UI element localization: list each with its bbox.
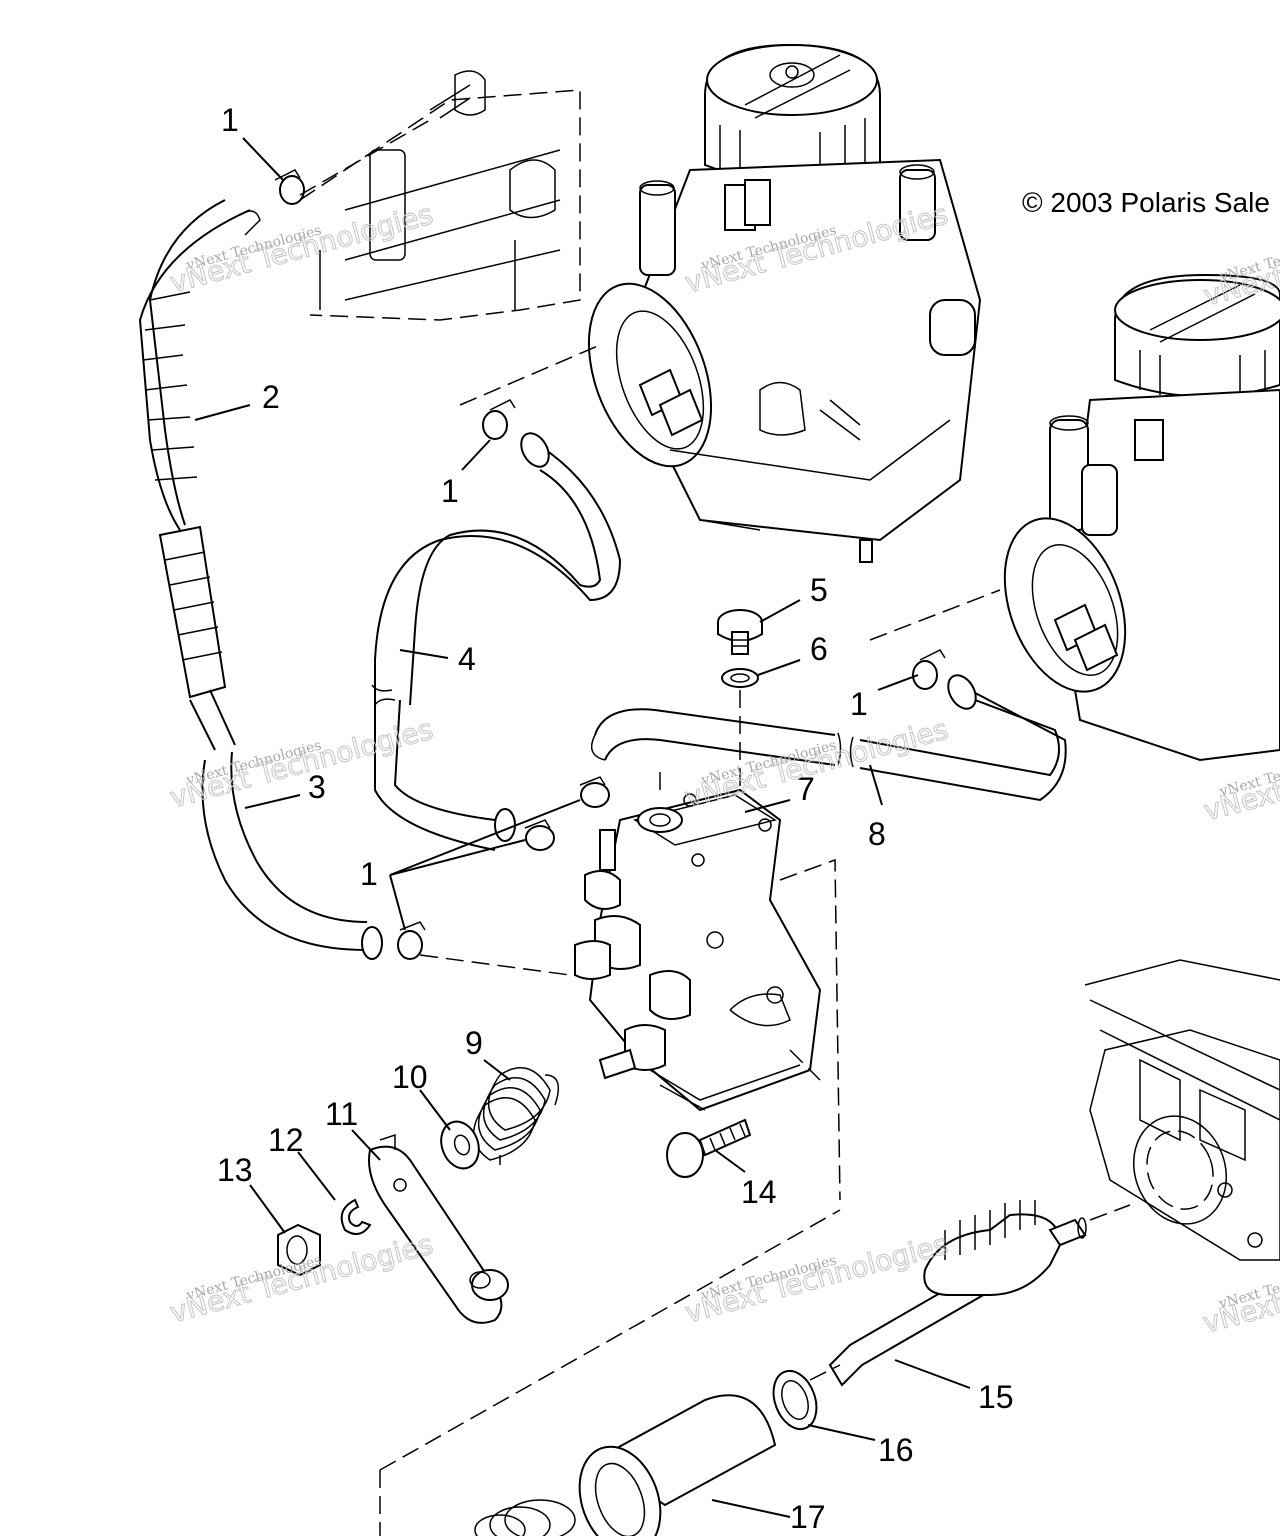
callout-16: 16 [878,1432,914,1468]
clip-12 [340,1198,372,1235]
crankcase-lower [1084,959,1280,1261]
clamp-1-pump-a [579,776,610,808]
watermark-outline: vNext Technologies [167,197,437,299]
hose-4 [371,432,622,851]
leader-lines [194,137,971,1518]
banjo-screw-5 [717,609,763,655]
clamp-1-carb [482,399,516,440]
clamp-1-pump-c [397,921,426,960]
bolt-14 [666,1118,752,1178]
callout-10: 10 [392,1059,428,1095]
oil-pump-7 [574,788,841,1201]
washer-6 [721,668,759,688]
clamp-1-pump-b [524,819,555,851]
callout-1-right: 1 [850,686,868,722]
hose-8 [590,674,1067,802]
watermark-outline: vNext Technologies [1199,1238,1280,1340]
hose-2-spiral-wrapped [138,199,261,751]
callout-8: 8 [868,816,886,852]
engine-crankcase-top [299,70,581,321]
callout-6: 6 [810,631,828,667]
washer-10 [440,1120,480,1170]
callout-2: 2 [262,379,280,415]
clamp-1-right [912,649,946,690]
callout-14: 14 [741,1174,777,1210]
alignment-lines [299,119,1131,1536]
copyright-notice: © 2003 Polaris Sale [1022,187,1270,218]
carburetor-front [587,43,982,563]
callout-4: 4 [458,641,476,677]
bushing-17 [474,1394,777,1536]
callout-labels: 1 2 1 5 6 4 1 3 7 8 1 9 10 11 12 13 14 1… [217,102,1014,1535]
callout-11: 11 [325,1096,358,1132]
callout-15: 15 [978,1379,1014,1415]
nut-13 [277,1223,321,1277]
callout-3: 3 [308,769,326,805]
callout-9: 9 [465,1025,483,1061]
hose-3 [201,751,383,960]
pump-drive-shaft-15 [828,1200,1087,1387]
callout-12: 12 [268,1122,304,1158]
callout-5: 5 [810,572,828,608]
callout-7: 7 [797,771,815,807]
washer-16 [772,1369,818,1431]
callout-1-carb: 1 [441,473,459,509]
callout-1-top: 1 [221,102,239,138]
spring-9 [472,1067,560,1165]
watermark-outline: vNext Technologies [682,712,952,814]
lever-11 [368,1133,509,1324]
callout-17: 17 [790,1499,826,1535]
carburetor-rear [1003,273,1280,762]
clamp-1-top [274,169,305,205]
callout-13: 13 [217,1152,253,1188]
callout-1-pump: 1 [360,856,378,892]
